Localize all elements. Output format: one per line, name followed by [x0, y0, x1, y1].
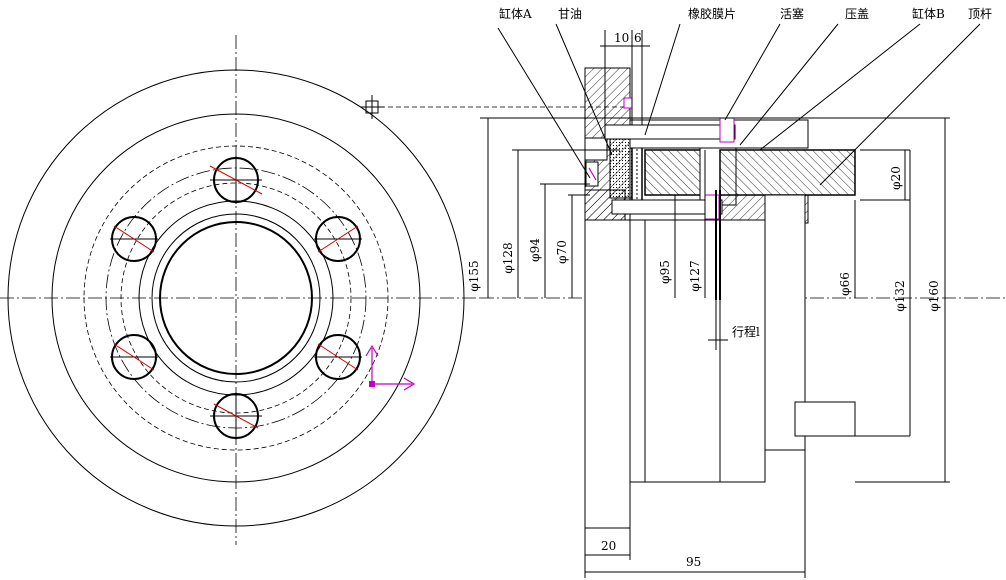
bolt-hole-upper-right [314, 216, 362, 262]
label-stroke: 行程l [732, 324, 760, 339]
bolt-hole-bottom [210, 392, 262, 440]
small-fitting [623, 97, 633, 109]
hidden-circle-outer [83, 145, 389, 451]
label-cylinder-b: 缸体B [912, 6, 945, 21]
dim-d155: φ155 [467, 260, 481, 291]
bolt-hole-upper-left [110, 216, 158, 262]
dim-d94: φ94 [528, 238, 542, 262]
snap-marker [360, 95, 384, 119]
dim-d132: φ132 [893, 280, 907, 311]
label-cylinder-a: 缸体A [499, 6, 532, 21]
bolt-hole-lower-right [314, 334, 362, 380]
dim-d70: φ70 [555, 240, 569, 264]
dim-d127: φ127 [688, 260, 702, 291]
upper-bolt [604, 117, 736, 143]
label-rubber-membrane: 橡胶膜片 [688, 6, 736, 21]
bore-outer-circle [151, 213, 321, 383]
end-view: φ155 [0, 35, 628, 545]
flange-inner-circle [51, 113, 421, 483]
dim-w10: 10 [614, 31, 629, 45]
dim-w95: 95 [686, 555, 701, 569]
label-ejector-rod: 顶杆 [968, 7, 992, 21]
dim-d66: φ66 [838, 272, 852, 296]
label-press-cover: 压盖 [845, 7, 869, 21]
bolt-hole-lower-left [110, 334, 158, 380]
ucs-axis-icon [365, 344, 416, 391]
ejector-rod-part [719, 149, 856, 196]
label-piston: 活塞 [780, 6, 804, 21]
dim-w20: 20 [601, 539, 616, 553]
section-view: φ128 φ94 φ70 φ95 φ127 φ66 φ20 φ132 φ160 … [480, 6, 1006, 578]
dim-d20: φ20 [889, 166, 903, 190]
bore-inner-circle [159, 221, 313, 375]
bolt-hole-top [209, 156, 263, 204]
dim-w6: 6 [634, 31, 642, 45]
dim-d160: φ160 [927, 280, 941, 311]
dim-d95: φ95 [658, 260, 672, 284]
dim-d128: φ128 [501, 242, 515, 273]
outer-flange-circle [7, 69, 465, 527]
label-grease: 甘油 [558, 7, 582, 21]
